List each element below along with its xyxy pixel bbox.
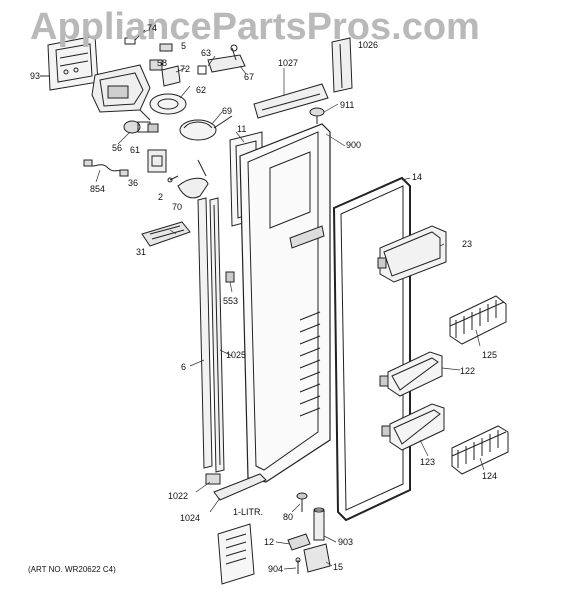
actuator-part-69 bbox=[179, 115, 233, 141]
callout-2: 2 bbox=[158, 192, 164, 202]
wire-basket-part-125 bbox=[449, 295, 507, 345]
trim-part-1026 bbox=[331, 37, 353, 93]
callout-74: 74 bbox=[147, 23, 158, 33]
callout-1024: 1024 bbox=[180, 513, 201, 523]
bottom-trim-part-1022 bbox=[205, 473, 221, 485]
callout-72: 72 bbox=[180, 64, 191, 74]
bracket-part-58 bbox=[149, 59, 163, 71]
callout-15: 15 bbox=[333, 562, 344, 572]
callout-63: 63 bbox=[201, 48, 212, 58]
callout-911: 911 bbox=[340, 100, 355, 110]
water-tube-part-903 bbox=[313, 507, 325, 541]
callout-6: 6 bbox=[181, 362, 187, 372]
callout-12: 12 bbox=[264, 537, 275, 547]
callout-904: 904 bbox=[268, 564, 284, 574]
trim-strip-part-1025 bbox=[209, 197, 225, 473]
callout-123: 123 bbox=[420, 457, 436, 467]
auger-ring-part-62 bbox=[149, 93, 187, 115]
callout-31: 31 bbox=[136, 247, 147, 257]
callout-122: 122 bbox=[460, 366, 476, 376]
callout-1026: 1026 bbox=[358, 40, 379, 50]
door-shelf-ribs bbox=[299, 311, 321, 417]
wire-harness-part-854 bbox=[83, 159, 129, 177]
dispenser-motor-assembly bbox=[91, 64, 151, 121]
watermark-text: AppliancePartsPros.com bbox=[30, 6, 480, 48]
callout-62: 62 bbox=[196, 85, 207, 95]
bracket-part-36 bbox=[147, 149, 167, 173]
bracket-part-12 bbox=[287, 533, 311, 551]
callout-854: 854 bbox=[90, 184, 106, 194]
screw-part-2 bbox=[167, 175, 179, 183]
bottom-trim-part-1024 bbox=[213, 473, 267, 501]
callout-61: 61 bbox=[130, 145, 141, 155]
screw-part-904 bbox=[295, 557, 301, 574]
callout-36: 36 bbox=[128, 178, 139, 188]
callout-56: 56 bbox=[112, 143, 123, 153]
callout-1025: 1025 bbox=[226, 350, 247, 360]
callout-80: 80 bbox=[283, 512, 294, 522]
clip-part-553 bbox=[225, 271, 235, 283]
door-gasket-part-14 bbox=[332, 176, 411, 522]
chute-part-31 bbox=[141, 221, 191, 247]
callout-1022: 1022 bbox=[168, 491, 189, 501]
lever-part-15 bbox=[303, 543, 331, 573]
callout-5: 5 bbox=[181, 41, 187, 51]
callout-553: 553 bbox=[223, 296, 239, 306]
door-assembly-part-900 bbox=[239, 123, 331, 483]
door-bin-part-123 bbox=[381, 403, 445, 451]
callout-900: 900 bbox=[346, 140, 362, 150]
callout-67: 67 bbox=[244, 72, 255, 82]
art-number: (ART NO. WR20622 C4) bbox=[28, 565, 116, 574]
screw-part-80 bbox=[296, 492, 308, 512]
wire-basket-part-124 bbox=[451, 425, 509, 475]
callout-1027: 1027 bbox=[278, 58, 299, 68]
callout-58: 58 bbox=[157, 58, 168, 68]
hinge-part-67 bbox=[197, 44, 246, 75]
callout-23: 23 bbox=[462, 239, 473, 249]
manual-booklet-1-litr bbox=[217, 523, 255, 585]
duct-door-part-70 bbox=[177, 159, 209, 199]
bracket-part-72 bbox=[161, 65, 181, 87]
callout-1-litr: 1-LITR. bbox=[233, 507, 264, 517]
trim-strip-part-6 bbox=[197, 197, 213, 469]
callout-14: 14 bbox=[412, 172, 423, 182]
callout-69: 69 bbox=[222, 106, 233, 116]
leader-lines bbox=[43, 29, 485, 570]
door-bin-part-23 bbox=[377, 225, 447, 283]
callout-70: 70 bbox=[172, 202, 183, 212]
door-bin-part-122 bbox=[379, 351, 443, 397]
cap-part-911 bbox=[309, 107, 325, 124]
callout-903: 903 bbox=[338, 537, 354, 547]
callout-124: 124 bbox=[482, 471, 498, 481]
switch-part-56 bbox=[123, 120, 159, 134]
callout-125: 125 bbox=[482, 350, 498, 360]
top-trim-part-1027 bbox=[253, 83, 329, 119]
callout-11: 11 bbox=[237, 124, 247, 134]
clip-part-5 bbox=[159, 43, 173, 52]
callout-93: 93 bbox=[30, 71, 41, 81]
